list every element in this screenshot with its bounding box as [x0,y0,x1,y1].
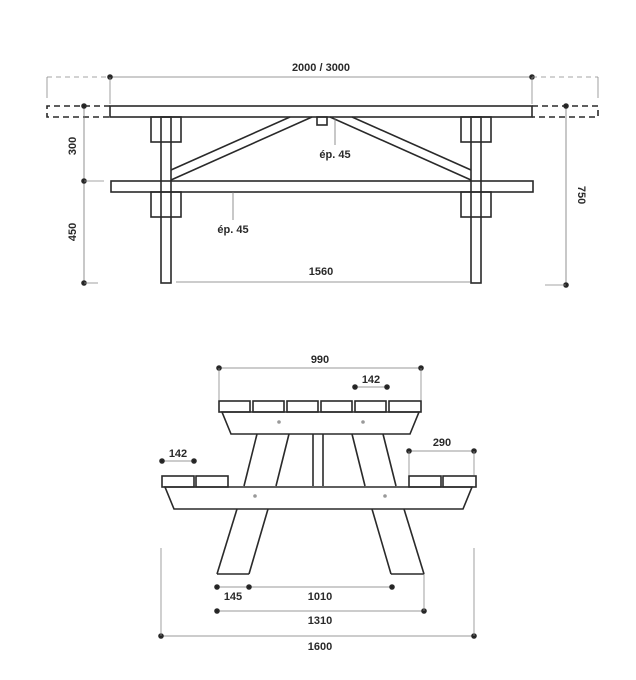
total-height-label: 750 [575,186,587,204]
seat-thickness-label: ép. 45 [217,224,248,236]
end-view [158,365,477,639]
seat-width-label: 290 [433,437,451,449]
top-width-label: 990 [311,354,329,366]
foot-width-label: 145 [224,591,242,603]
overall-width-label: 1600 [308,641,332,653]
leg-spacing-label: 1560 [309,266,333,278]
side-view [46,74,599,288]
seat-board-width-label: 142 [169,448,187,460]
brace-thickness-label: ép. 45 [319,149,350,161]
top-to-seat-label: 300 [67,137,79,155]
end-view-labels: 990 142 142 290 145 1010 1310 1600 [169,354,451,653]
top-board-width-label: 142 [362,374,380,386]
inner-foot-span-label: 1010 [308,591,332,603]
seat-height-label: 450 [67,223,79,241]
outer-foot-span-label: 1310 [308,615,332,627]
overall-length-label: 2000 / 3000 [292,62,350,74]
side-view-labels: 2000 / 3000 1560 ép. 45 ép. 45 300 450 7… [67,62,587,278]
